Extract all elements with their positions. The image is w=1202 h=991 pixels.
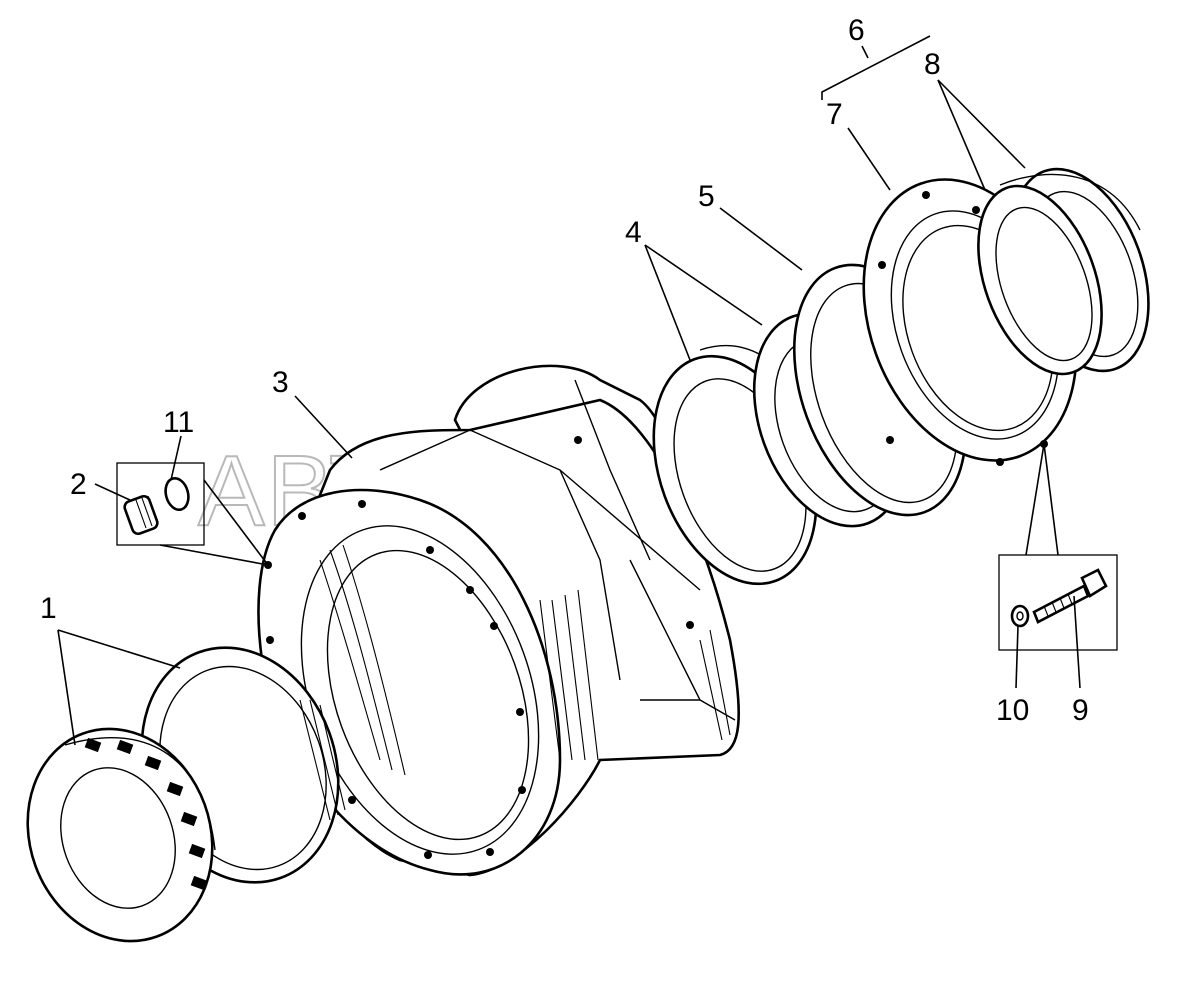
callout-10: 10 (996, 694, 1029, 727)
part-3-housing (257, 364, 740, 877)
callout-4: 4 (625, 216, 642, 249)
part-8-seals (977, 167, 1150, 376)
part-2-plug (123, 494, 159, 536)
callout-2: 2 (70, 468, 87, 501)
plug-detail-box (116, 462, 269, 566)
callout-9: 9 (1072, 694, 1089, 727)
part-11-o-ring (164, 476, 190, 512)
leader-9 (1073, 595, 1081, 689)
part-1-front-bearing (26, 646, 346, 943)
leader-lines (57, 35, 1026, 746)
callout-3: 3 (272, 366, 289, 399)
callout-5: 5 (698, 180, 715, 213)
callout-11: 11 (163, 406, 194, 439)
bolt-detail-box (998, 443, 1118, 651)
part-10-washer (1010, 604, 1030, 628)
callout-1: 1 (40, 592, 57, 625)
leader-10 (1015, 625, 1019, 689)
callout-labels: 1 2 3 4 5 6 7 8 9 10 11 (40, 14, 1089, 727)
callout-6: 6 (848, 14, 865, 47)
callout-7: 7 (826, 98, 843, 131)
part-9-bolt (1032, 568, 1108, 624)
callout-8: 8 (924, 48, 941, 81)
